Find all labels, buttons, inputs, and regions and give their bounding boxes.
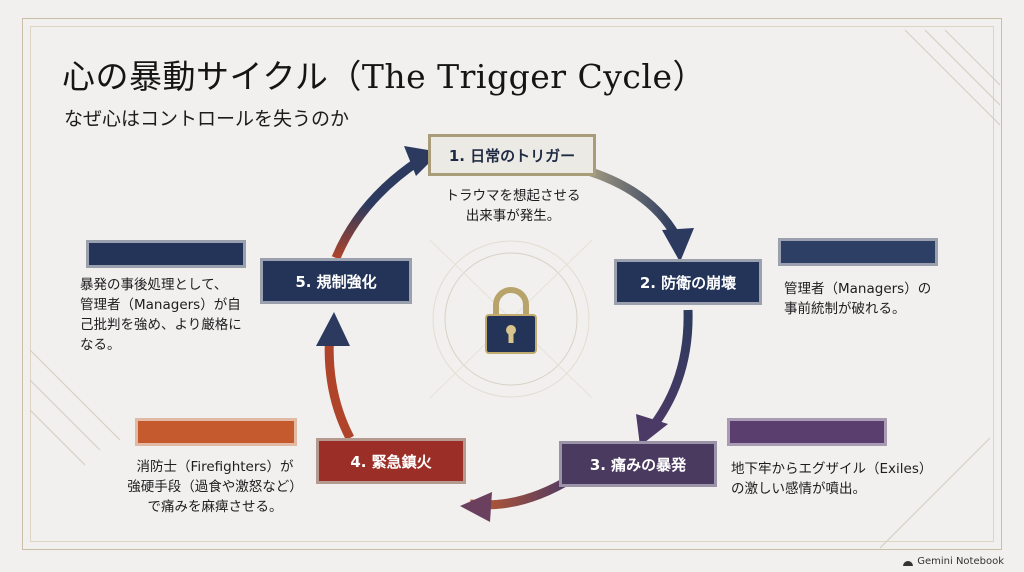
step-4-desc-line: 消防士（Firefighters）が [136,459,294,475]
step-5-desc-line: 暴発の事後処理として、 [80,277,228,293]
step-3-desc-line: の激しい感情が噴出。 [731,481,866,497]
step-4-desc-line: で痛みを麻痺させる。 [147,499,283,515]
step-2-description: 管理者（Managers）の 事前統制が破れる。 [784,279,974,319]
step-3-description: 地下牢からエグザイル（Exiles） の激しい感情が噴出。 [731,459,991,499]
step-2-header-bar [778,238,938,266]
step-5-desc-line: 管理者（Managers）が自 [80,297,241,313]
step-5-desc-line: 己批判を強め、より厳格に [80,317,242,333]
step-4-header-bar [135,418,297,446]
step-5-desc-line: なる。 [80,337,121,353]
step-2-box: 2. 防衛の崩壊 [614,259,762,305]
arrowhead-collapse [662,228,694,262]
outer-frame [22,18,1002,550]
step-2-desc-line: 事前統制が破れる。 [784,301,906,317]
step-4-box: 4. 緊急鎮火 [316,438,466,484]
step-5-description: 暴発の事後処理として、 管理者（Managers）が自 己批判を強め、より厳格に… [80,275,280,355]
step-3-box: 3. 痛みの暴発 [559,441,717,487]
arrow-collapse-to-outburst [646,309,693,433]
step-5-header-bar [86,240,246,268]
step-1-box: 1. 日常のトリガー [428,134,596,176]
step-3-desc-line: 地下牢からエグザイル（Exiles） [731,461,933,477]
step-1-description: トラウマを想起させる 出来事が発生。 [418,186,608,226]
step-3-header-bar [727,418,887,446]
arrow-firefight-to-regulation [324,329,354,441]
branding: Gemini Notebook [903,556,1004,567]
arrow-regulation-to-trigger [331,156,423,260]
step-5-box: 5. 規制強化 [260,258,412,304]
arrowhead-firefight [460,492,492,522]
notebook-logo-icon [903,558,914,566]
page-subtitle: なぜ心はコントロールを失うのか [64,108,350,130]
step-1-desc-line: トラウマを想起させる [445,188,581,204]
step-2-desc-line: 管理者（Managers）の [784,281,932,297]
page-title: 心の暴動サイクル（The Trigger Cycle） [62,57,706,96]
arrowhead-regulation [316,312,350,346]
step-4-desc-line: 強硬手段（過食や激怒など） [127,479,303,495]
branding-text: Gemini Notebook [917,556,1004,567]
step-4-description: 消防士（Firefighters）が 強硬手段（過食や激怒など） で痛みを麻痺さ… [110,457,320,517]
step-1-desc-line: 出来事が発生。 [465,208,561,224]
inner-frame [30,26,994,542]
padlock-icon [485,287,537,354]
arrow-trigger-to-collapse [583,165,680,239]
arrowhead-outburst [636,414,668,446]
